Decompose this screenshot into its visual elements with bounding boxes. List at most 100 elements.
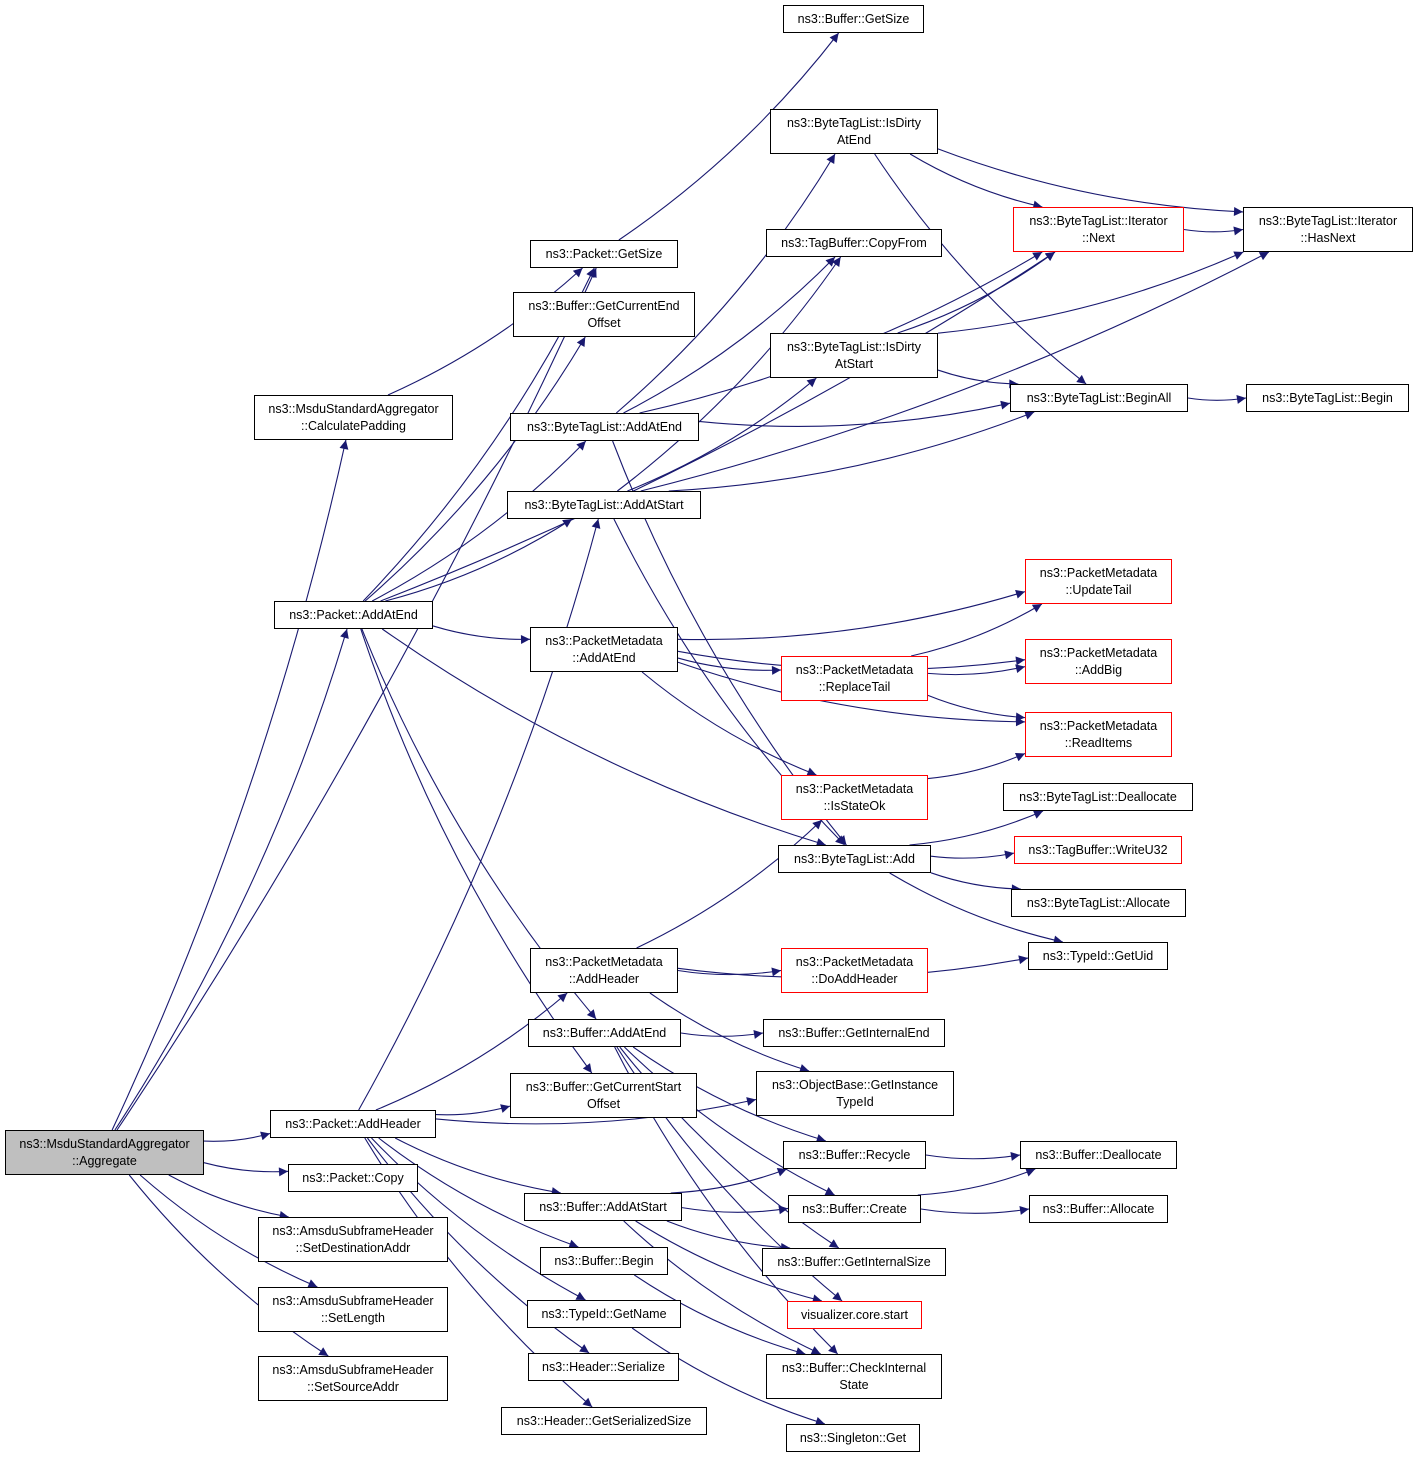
node-label-line2: ::IsStateOk <box>823 798 886 813</box>
node-buffer-recycle[interactable]: ns3::Buffer::Recycle <box>783 1141 926 1169</box>
node-packetmetadata-readitems[interactable]: ns3::PacketMetadata::ReadItems <box>1025 712 1172 757</box>
node-buffer-addatstart[interactable]: ns3::Buffer::AddAtStart <box>524 1193 682 1221</box>
node-label-line1: ns3::PacketMetadata <box>1039 645 1158 660</box>
edge-packet_addatend-to-pm_addatend <box>432 625 531 645</box>
node-buffer-deallocate[interactable]: ns3::Buffer::Deallocate <box>1020 1141 1177 1169</box>
node-label: ns3::ByteTagList::Begin <box>1262 390 1393 405</box>
node-set-length[interactable]: ns3::AmsduSubframeHeader::SetLength <box>258 1287 448 1332</box>
node-packet-copy[interactable]: ns3::Packet::Copy <box>288 1164 418 1192</box>
node-packetmetadata-doaddheader[interactable]: ns3::PacketMetadata::DoAddHeader <box>781 948 928 993</box>
node-set-source-addr[interactable]: ns3::AmsduSubframeHeader::SetSourceAddr <box>258 1356 448 1401</box>
node-bytetaglist-add[interactable]: ns3::ByteTagList::Add <box>778 845 931 873</box>
node-packetmetadata-addbig[interactable]: ns3::PacketMetadata::AddBig <box>1025 639 1172 684</box>
edge-pm_addheader-to-objectbase_getinstancetypeid <box>649 992 810 1073</box>
node-label: ns3::Packet::AddHeader <box>285 1116 421 1131</box>
edge-packet_addatend-to-btl_add <box>381 628 826 847</box>
node-label-line2: ::SetDestinationAddr <box>295 1240 411 1255</box>
node-label-line2: ::CalculatePadding <box>301 418 406 433</box>
edge-pm_addatend-to-pm_readitems <box>677 661 1026 727</box>
node-label-line2: AtEnd <box>836 132 872 147</box>
node-bytetaglist-iterator-next[interactable]: ns3::ByteTagList::Iterator::Next <box>1013 207 1184 252</box>
edge-packet_addheader-to-buf_begin <box>378 1137 579 1249</box>
node-label-line2: ::AddHeader <box>568 971 640 986</box>
node-label-line2: Offset <box>586 1096 621 1111</box>
node-packetmetadata-addatend[interactable]: ns3::PacketMetadata::AddAtEnd <box>530 627 678 672</box>
node-label-line1: ns3::PacketMetadata <box>795 781 914 796</box>
edge-pm_replacetail-to-pm_updatetail <box>910 603 1043 657</box>
node-label-line2: ::DoAddHeader <box>811 971 898 986</box>
node-set-destination-addr[interactable]: ns3::AmsduSubframeHeader::SetDestination… <box>258 1217 448 1262</box>
edge-buf_addatstart-to-buf_recycle <box>670 1167 787 1194</box>
edge-packet_addheader-to-buf_getcurrentstartoffset <box>435 1104 511 1116</box>
node-label: ns3::Buffer::GetSize <box>797 11 910 26</box>
node-packetmetadata-replacetail[interactable]: ns3::PacketMetadata::ReplaceTail <box>781 656 928 701</box>
node-buffer-addatend[interactable]: ns3::Buffer::AddAtEnd <box>528 1019 681 1047</box>
node-label-line2: AtStart <box>834 356 874 371</box>
node-label-line1: ns3::AmsduSubframeHeader <box>272 1362 434 1377</box>
node-packetmetadata-updatetail[interactable]: ns3::PacketMetadata::UpdateTail <box>1025 559 1172 604</box>
edge-btl_isdirtyatend-to-btl_beginall <box>874 153 1087 385</box>
node-singleton-get[interactable]: ns3::Singleton::Get <box>786 1424 920 1452</box>
node-packet-getsize[interactable]: ns3::Packet::GetSize <box>530 240 678 268</box>
edge-calculate_padding-to-packet_getsize <box>387 267 583 396</box>
node-bytetaglist-deallocate[interactable]: ns3::ByteTagList::Deallocate <box>1003 783 1193 811</box>
node-buffer-allocate[interactable]: ns3::Buffer::Allocate <box>1029 1195 1168 1223</box>
edge-btl_beginall-to-btl_begin <box>1187 394 1247 404</box>
edge-buf_begin-to-buf_checkinternalstate <box>633 1274 806 1356</box>
node-packetmetadata-isstateok[interactable]: ns3::PacketMetadata::IsStateOk <box>781 775 928 820</box>
node-label-line2: ::ReplaceTail <box>818 679 891 694</box>
node-bytetaglist-iterator-hasnext[interactable]: ns3::ByteTagList::Iterator::HasNext <box>1243 207 1413 252</box>
node-buffer-getinternalsize[interactable]: ns3::Buffer::GetInternalSize <box>762 1248 946 1276</box>
edge-packet_addatend-to-btl_addatend <box>371 440 587 602</box>
node-bytetaglist-allocate[interactable]: ns3::ByteTagList::Allocate <box>1011 889 1186 917</box>
node-header-getserializedsize[interactable]: ns3::Header::GetSerializedSize <box>501 1407 707 1435</box>
node-bytetaglist-begin[interactable]: ns3::ByteTagList::Begin <box>1246 384 1409 412</box>
edge-btl_addatend-to-tagbuffer_copyfrom <box>623 256 836 414</box>
node-label-line2: ::AddAtEnd <box>572 650 636 665</box>
node-typeid-getuid[interactable]: ns3::TypeId::GetUid <box>1028 942 1168 970</box>
node-bytetaglist-addatend[interactable]: ns3::ByteTagList::AddAtEnd <box>510 413 699 441</box>
edge-packet_addatend-to-buf_getcurrentendoffset <box>364 336 586 602</box>
node-bytetaglist-beginall[interactable]: ns3::ByteTagList::BeginAll <box>1010 384 1188 412</box>
node-buffer-getinternalend[interactable]: ns3::Buffer::GetInternalEnd <box>763 1019 945 1047</box>
node-buffer-create[interactable]: ns3::Buffer::Create <box>788 1195 921 1223</box>
node-label: ns3::ByteTagList::BeginAll <box>1026 390 1172 405</box>
node-label-line2: Offset <box>587 315 621 330</box>
node-packet-addheader[interactable]: ns3::Packet::AddHeader <box>270 1110 436 1138</box>
node-visualizer-core-start[interactable]: visualizer.core.start <box>787 1301 922 1329</box>
edge-packet_addheader-to-objectbase_getinstancetypeid <box>435 1097 757 1125</box>
node-label: ns3::TypeId::GetUid <box>1042 948 1154 963</box>
edge-btl_isdirtyatstart-to-btl_iterator_next <box>897 251 1056 334</box>
node-label-line2: ::SetSourceAddr <box>307 1379 399 1394</box>
node-tagbuffer-copyfrom[interactable]: ns3::TagBuffer::CopyFrom <box>766 229 942 257</box>
node-label-line1: ns3::ByteTagList::IsDirty <box>786 339 922 354</box>
edge-packet_addheader-to-btl_addatstart <box>358 518 601 1111</box>
node-packetmetadata-addheader[interactable]: ns3::PacketMetadata::AddHeader <box>530 948 678 993</box>
node-packet-addatend[interactable]: ns3::Packet::AddAtEnd <box>274 601 433 629</box>
node-bytetaglist-addatstart[interactable]: ns3::ByteTagList::AddAtStart <box>507 491 701 519</box>
node-header-serialize[interactable]: ns3::Header::Serialize <box>528 1353 679 1381</box>
edge-buf_recycle-to-buf_deallocate <box>925 1151 1021 1161</box>
edge-aggregate-to-calculate_padding <box>111 439 349 1131</box>
node-label: ns3::Buffer::AddAtEnd <box>542 1025 667 1040</box>
node-label-line1: ns3::Buffer::GetCurrentStart <box>525 1079 682 1094</box>
edge-btl_isdirtyatstart-to-btl_beginall <box>937 369 1019 389</box>
edge-buf_create-to-buf_allocate <box>920 1205 1030 1215</box>
node-typeid-getname[interactable]: ns3::TypeId::GetName <box>527 1300 681 1328</box>
node-buffer-begin[interactable]: ns3::Buffer::Begin <box>540 1247 668 1275</box>
node-tagbuffer-writeu32[interactable]: ns3::TagBuffer::WriteU32 <box>1014 836 1182 864</box>
node-label-line2: ::Aggregate <box>72 1153 137 1168</box>
node-label-line1: ns3::ByteTagList::Iterator <box>1029 213 1168 228</box>
node-label: ns3::ByteTagList::AddAtEnd <box>527 419 682 434</box>
node-label-line2: ::Next <box>1082 230 1115 245</box>
edge-packet_addheader-to-pm_addheader <box>375 992 568 1111</box>
node-calculate-padding[interactable]: ns3::MsduStandardAggregator::CalculatePa… <box>254 395 453 440</box>
node-buffer-getsize[interactable]: ns3::Buffer::GetSize <box>783 5 924 33</box>
